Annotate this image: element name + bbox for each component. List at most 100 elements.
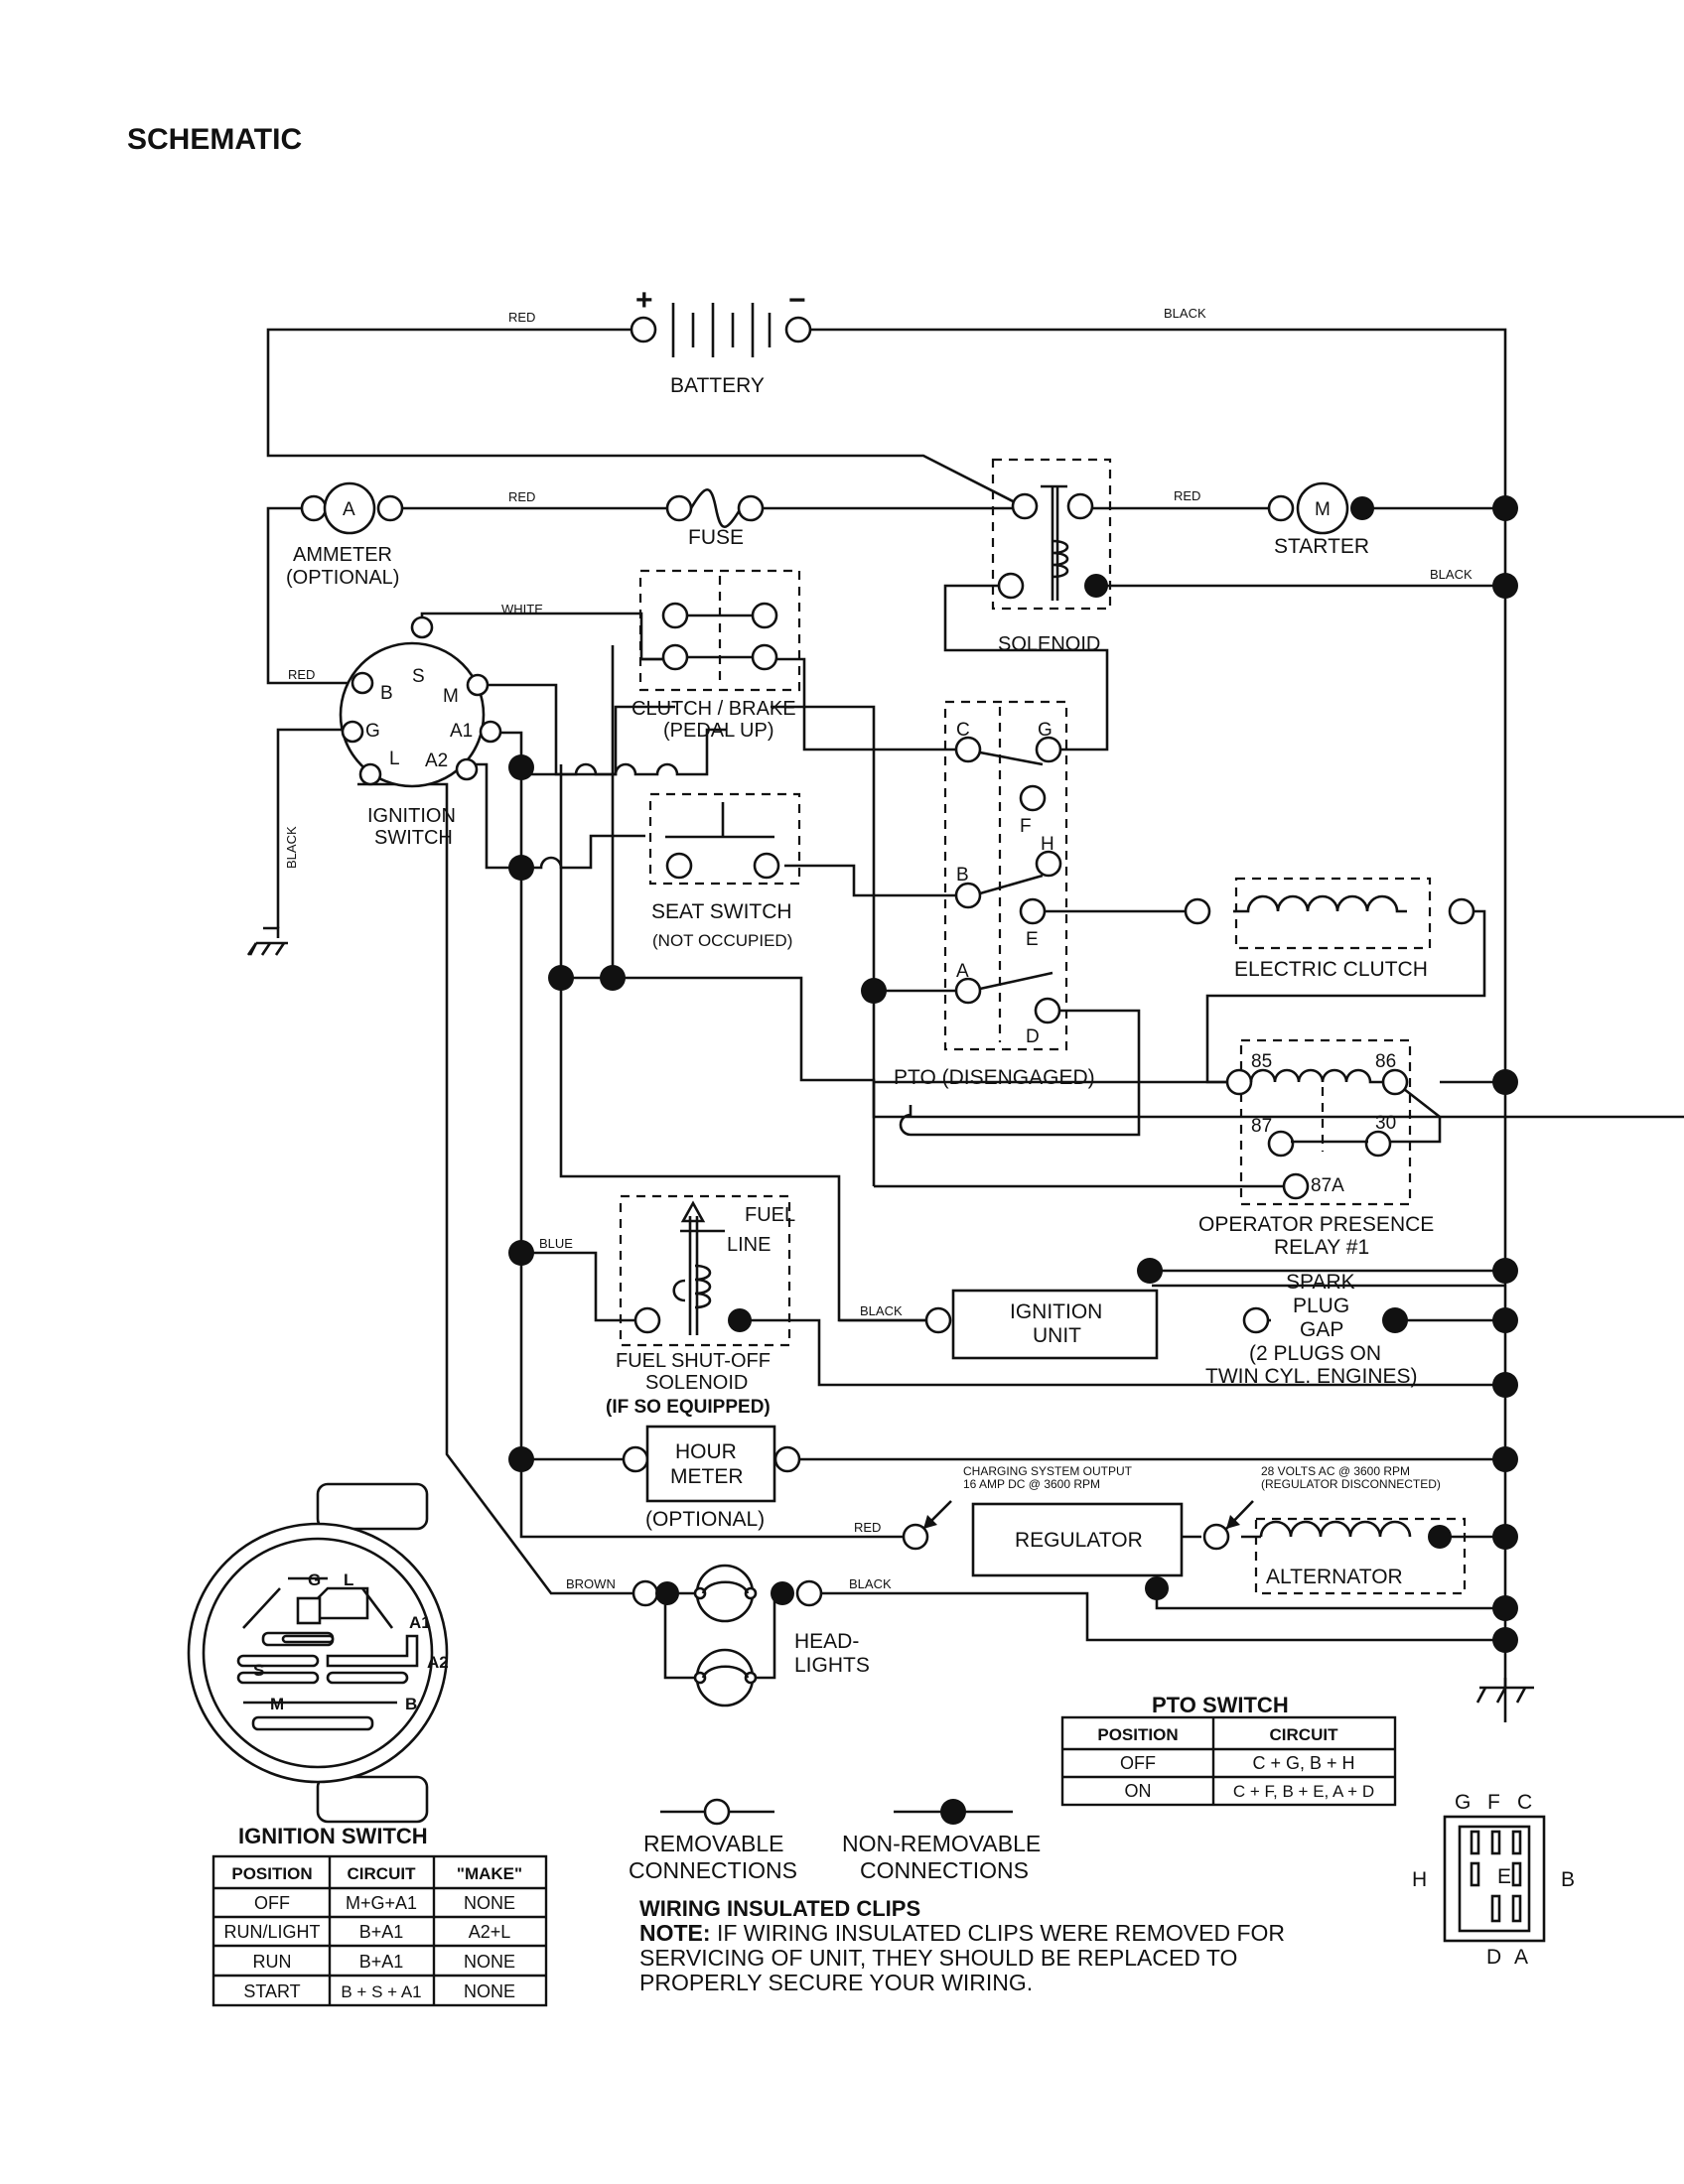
note-line: IF WIRING INSULATED CLIPS WERE REMOVED F… <box>711 1920 1285 1946</box>
fuel-line-label: FUEL <box>745 1204 795 1226</box>
connector-label: F <box>1487 1791 1500 1814</box>
ignition-table-header: "MAKE" <box>457 1864 522 1883</box>
ignition-table-cell: A2+L <box>469 1922 511 1942</box>
pto-table-cell: OFF <box>1120 1753 1156 1773</box>
ign-terminal-label: S <box>412 666 425 687</box>
note-line: PROPERLY SECURE YOUR WIRING. <box>639 1970 1033 1995</box>
junction-dots <box>508 495 1518 1653</box>
ignition-table-title: IGNITION SWITCH <box>238 1824 428 1848</box>
wire-red-label: RED <box>508 489 535 504</box>
ammeter-label: AMMETER <box>293 544 392 566</box>
note-text: NOTE: IF WIRING INSULATED CLIPS WERE REM… <box>639 1920 1285 1946</box>
headlights-label: HEAD- <box>794 1630 859 1653</box>
page-title: SCHEMATIC <box>127 123 302 156</box>
fuel-line-label: LINE <box>727 1234 771 1256</box>
face-label: B <box>405 1695 417 1713</box>
volts-note: 28 VOLTS AC @ 3600 RPM <box>1261 1464 1410 1478</box>
ign-terminal-label: M <box>443 686 459 707</box>
ignition-unit: IGNITION UNIT SPARK PLUG GAP (2 PLUGS ON… <box>924 1271 1418 1388</box>
seat-switch-state: (NOT OCCUPIED) <box>652 931 792 950</box>
hour-meter: HOUR METER (OPTIONAL) <box>622 1425 801 1531</box>
wire-red-label: RED <box>508 310 535 325</box>
ign-terminal-label: G <box>365 721 380 742</box>
ign-terminal-label: A1 <box>450 721 473 742</box>
electric-clutch: ELECTRIC CLUTCH <box>1184 877 1475 981</box>
legend-removable: CONNECTIONS <box>629 1857 797 1883</box>
wire-brown-label: BROWN <box>566 1576 616 1591</box>
fuel-solenoid-label: (IF SO EQUIPPED) <box>606 1397 771 1418</box>
seat-switch: SEAT SWITCH (NOT OCCUPIED) <box>648 792 801 950</box>
pto-label: PTO (DISENGAGED) <box>894 1066 1095 1089</box>
battery: + − BATTERY <box>630 284 812 397</box>
ignition-table-cell: RUN <box>253 1952 292 1972</box>
pto-switch: C G F H B E A D PTO (DISENGAGED) <box>894 700 1095 1089</box>
operator-presence-relay: 85 86 87 30 87A OPERATOR PRESENCE RELAY … <box>1198 1038 1434 1259</box>
ignition-switch-label: SWITCH <box>374 827 453 849</box>
charging-note: 16 AMP DC @ 3600 RPM <box>963 1477 1100 1491</box>
wire-black-label: BLACK <box>860 1303 903 1318</box>
wire-red-label: RED <box>288 667 315 682</box>
charging-note: CHARGING SYSTEM OUTPUT <box>963 1464 1133 1478</box>
note-heading: WIRING INSULATED CLIPS <box>639 1896 920 1921</box>
wire-black-label: BLACK <box>1430 567 1473 582</box>
pto-table-header: POSITION <box>1097 1725 1178 1744</box>
fuse: FUSE <box>665 487 765 549</box>
spark-plug-label: SPARK <box>1286 1271 1355 1294</box>
ignition-table-header: POSITION <box>231 1864 312 1883</box>
wire-black-label: BLACK <box>849 1576 892 1591</box>
ign-terminal-label: L <box>389 749 400 769</box>
connector-label: G <box>1455 1791 1471 1814</box>
clutch-brake-switch: CLUTCH / BRAKE (PEDAL UP) <box>632 569 801 742</box>
battery-plus: + <box>635 284 653 317</box>
clutch-brake-label: (PEDAL UP) <box>663 720 774 742</box>
pto-terminal-label: H <box>1041 834 1054 855</box>
spark-plug-label: TWIN CYL. ENGINES) <box>1205 1365 1418 1388</box>
wire-red-label: RED <box>1174 488 1200 503</box>
ignition-table-cell: B + S + A1 <box>341 1982 421 2001</box>
connector-label: E <box>1497 1865 1511 1888</box>
ignition-table-cell: M+G+A1 <box>346 1893 417 1913</box>
relay-label: RELAY #1 <box>1274 1236 1369 1259</box>
regulator-label: REGULATOR <box>1015 1529 1143 1552</box>
pto-terminal-label: F <box>1020 816 1032 837</box>
fuel-solenoid-label: SOLENOID <box>645 1372 748 1394</box>
ignition-switch-label: IGNITION <box>367 805 456 827</box>
ammeter-symbol: A <box>343 499 355 520</box>
connector-label: C <box>1517 1791 1532 1814</box>
ignition-table-header: CIRCUIT <box>348 1864 417 1883</box>
hour-meter-label: METER <box>670 1465 744 1488</box>
wire-black-label: BLACK <box>284 826 299 869</box>
electric-clutch-label: ELECTRIC CLUTCH <box>1234 958 1428 981</box>
face-label: S <box>253 1661 264 1680</box>
ignition-table-cell: B+A1 <box>359 1952 404 1972</box>
relay-label: OPERATOR PRESENCE <box>1198 1213 1434 1236</box>
face-label: L <box>344 1570 353 1589</box>
ignition-switch-face: G L A1 A2 S M B <box>187 1482 449 1824</box>
note-prefix: NOTE: <box>639 1920 711 1946</box>
battery-label: BATTERY <box>670 374 765 397</box>
ign-terminal-label: A2 <box>425 751 448 771</box>
ignition-switch: B S M G A1 L A2 IGNITION SWITCH <box>339 615 502 849</box>
legend-nonremovable: CONNECTIONS <box>860 1857 1029 1883</box>
alternator: ALTERNATOR <box>1254 1517 1467 1595</box>
ignition-table-cell: NONE <box>464 1893 515 1913</box>
volts-note: (REGULATOR DISCONNECTED) <box>1261 1477 1441 1491</box>
ammeter-optional: (OPTIONAL) <box>286 567 399 589</box>
wire-red-label: RED <box>854 1520 881 1535</box>
hour-meter-label: HOUR <box>675 1440 737 1463</box>
headlights: HEAD- LIGHTS <box>632 1564 870 1707</box>
headlights-label: LIGHTS <box>794 1654 870 1677</box>
connector-label: D <box>1486 1946 1501 1969</box>
ignition-table-cell: NONE <box>464 1981 515 2001</box>
fuel-shutoff-solenoid: FUEL LINE FUEL SHUT-OFF SOLENOID (IF SO … <box>606 1194 795 1418</box>
wire-white-label: WHITE <box>501 602 543 616</box>
relay-terminal-label: 87A <box>1311 1175 1344 1196</box>
pto-terminal-label: E <box>1026 929 1039 950</box>
legend-nonremovable: NON-REMOVABLE <box>842 1831 1041 1856</box>
relay-terminal-label: 87 <box>1251 1116 1272 1137</box>
ground-symbols <box>246 926 1534 1704</box>
spark-plug-label: PLUG <box>1293 1295 1349 1317</box>
ignition-switch-table: IGNITION SWITCH POSITION CIRCUIT "MAKE" … <box>211 1824 548 2007</box>
alternator-label: ALTERNATOR <box>1266 1566 1403 1588</box>
starter-symbol: M <box>1315 499 1331 520</box>
